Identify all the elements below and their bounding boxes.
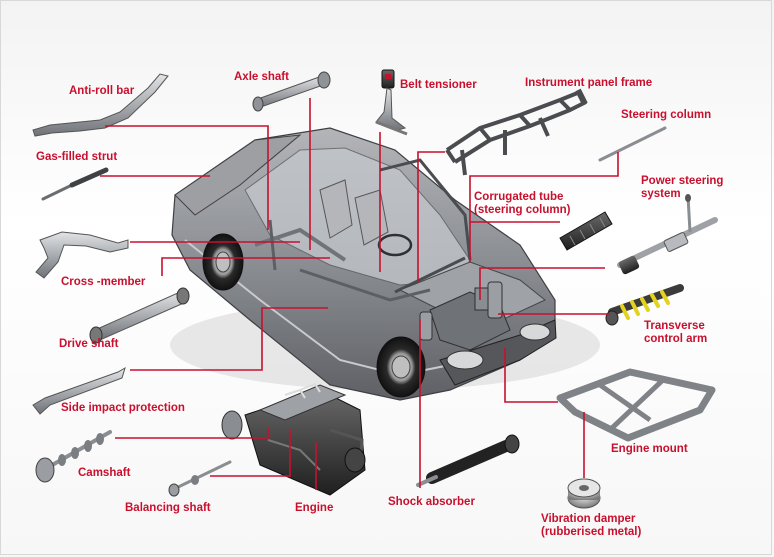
label-shock-absorber: Shock absorber	[388, 496, 475, 508]
corrugated-tube-part	[559, 211, 613, 251]
leader-instrument-panel	[417, 151, 445, 282]
power-steering-part	[617, 194, 718, 275]
label-belt-tensioner: Belt tensioner	[400, 79, 477, 91]
balancing-shaft-part	[168, 460, 232, 497]
label-engine-mount: Engine mount	[611, 443, 688, 455]
label-drive-shaft: Drive shaft	[59, 338, 119, 350]
leader-power-steering	[479, 267, 605, 300]
label-power-steering-system: Power steering system	[641, 175, 724, 200]
label-side-impact-protection: Side impact protection	[61, 402, 185, 414]
transverse-control-arm-part	[605, 284, 684, 326]
car-illustration	[170, 127, 600, 401]
leader-side-impact	[115, 428, 269, 439]
axle-shaft-part	[252, 71, 331, 112]
label-axle-shaft: Axle shaft	[234, 71, 289, 83]
drive-shaft-part	[89, 287, 190, 344]
vibration-damper-part	[567, 478, 601, 509]
anti-roll-bar-part	[32, 73, 169, 137]
cross-member-part	[35, 231, 129, 279]
label-balancing-shaft: Balancing shaft	[125, 502, 211, 514]
label-instrument-panel-frame: Instrument panel frame	[525, 77, 653, 89]
label-engine: Engine	[295, 502, 334, 514]
engine-part	[221, 382, 366, 496]
label-steering-column: Steering column	[621, 109, 712, 121]
label-corrugated-tube: Corrugated tube (steering column)	[474, 191, 571, 216]
shock-absorber-part	[416, 434, 520, 487]
label-vibration-damper: Vibration damper (rubberised metal)	[541, 513, 642, 538]
side-impact-protection-part	[32, 366, 126, 415]
label-cross-member: Cross -member	[61, 276, 146, 288]
leader-anti-roll-bar	[105, 125, 269, 230]
leader-steering-column	[469, 152, 619, 262]
instrument-panel-frame-part	[445, 88, 588, 176]
label-camshaft: Camshaft	[78, 467, 131, 479]
leader-engine-mount	[504, 348, 558, 403]
engine-mount-part	[556, 368, 716, 442]
camshaft-part	[35, 430, 112, 483]
leader-lines	[100, 98, 619, 490]
leader-camshaft	[210, 430, 291, 477]
leader-drive-shaft	[130, 307, 328, 371]
label-gas-filled-strut: Gas-filled strut	[36, 151, 118, 163]
gas-filled-strut-part	[41, 167, 109, 201]
label-transverse-control-arm: Transverse control arm	[644, 320, 708, 345]
steering-column-part	[598, 126, 667, 162]
label-anti-roll-bar: Anti-roll bar	[69, 85, 135, 97]
leader-cross-member-2	[161, 257, 330, 276]
belt-tensioner-part	[375, 69, 408, 136]
